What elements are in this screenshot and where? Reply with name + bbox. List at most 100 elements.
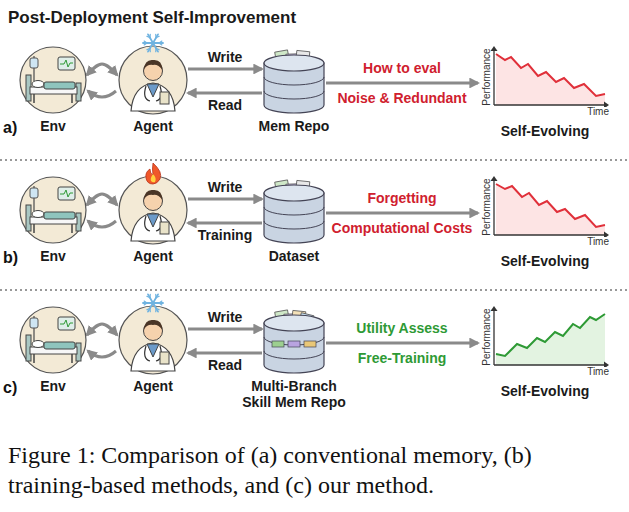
stethoscope bbox=[145, 216, 162, 231]
repository-node: Multi-Branch Skill Mem Repo bbox=[262, 307, 326, 375]
trend-area bbox=[496, 314, 605, 365]
env-background bbox=[20, 47, 86, 113]
snowflake-arm bbox=[148, 43, 153, 52]
chart-caption: Self-Evolving bbox=[478, 123, 612, 139]
performance-chart: PerformanceTimeSelf-Evolving bbox=[478, 45, 612, 120]
agent-node: Agent bbox=[118, 175, 188, 245]
snowflake-arm bbox=[148, 303, 153, 312]
snowflake-twig bbox=[155, 294, 156, 297]
row-illustration bbox=[20, 34, 324, 114]
snowflake-twig bbox=[144, 43, 147, 45]
agent-node: Agent bbox=[118, 45, 188, 115]
iv-bag bbox=[30, 58, 38, 68]
edge-label: Write bbox=[208, 49, 243, 65]
row-marker: c) bbox=[3, 379, 17, 397]
node-label: Agent bbox=[118, 378, 188, 394]
edge-label: Training bbox=[198, 227, 252, 243]
trend-area bbox=[496, 54, 605, 105]
bed-leg bbox=[33, 354, 35, 363]
bed-leg bbox=[33, 224, 35, 233]
x-axis bbox=[494, 364, 606, 365]
flow-arrow bbox=[188, 198, 262, 201]
doctor-agent-illustration bbox=[119, 176, 187, 244]
row-illustration bbox=[20, 163, 324, 244]
branch-slot bbox=[304, 341, 316, 347]
repository-cylinder bbox=[264, 310, 324, 373]
monitor bbox=[58, 57, 75, 70]
monitor bbox=[58, 187, 75, 200]
trend-line bbox=[496, 54, 605, 96]
environment-node: Env bbox=[20, 305, 86, 375]
snowflake-arm bbox=[148, 34, 153, 43]
snowflake-arm bbox=[143, 302, 153, 304]
stethoscope bbox=[145, 346, 162, 361]
node-label: Agent bbox=[118, 248, 188, 264]
branch-slot bbox=[288, 341, 300, 347]
cylinder-top bbox=[264, 315, 324, 331]
x-axis bbox=[494, 234, 606, 235]
snowflake-twig bbox=[149, 308, 150, 311]
axis-label: Time bbox=[587, 106, 609, 117]
flow-arrow bbox=[188, 352, 262, 355]
clipboard bbox=[160, 222, 169, 234]
repository-cylinder bbox=[264, 50, 324, 113]
snowflake-twig bbox=[147, 36, 150, 38]
doctor-agent-illustration bbox=[119, 46, 187, 114]
chart-plot bbox=[478, 305, 612, 367]
axis-head bbox=[491, 46, 498, 51]
snowflake-arm bbox=[153, 294, 158, 303]
trend-area bbox=[496, 184, 605, 235]
repository-node: Dataset bbox=[262, 177, 326, 245]
branch-slot bbox=[272, 341, 284, 347]
snowflake-twig bbox=[147, 296, 150, 298]
property-note: Computational Costs bbox=[330, 220, 474, 236]
pillow bbox=[32, 341, 44, 348]
flow-arrow bbox=[188, 328, 262, 331]
snowflake-arm bbox=[148, 294, 153, 303]
cylinder-top bbox=[264, 185, 324, 201]
flow-arrow bbox=[188, 222, 262, 225]
flow-arrow bbox=[326, 82, 478, 85]
cycle-arrow bbox=[87, 194, 117, 205]
row-separator bbox=[0, 159, 629, 161]
shirt bbox=[147, 84, 159, 97]
hair bbox=[144, 190, 163, 200]
chart-plot bbox=[478, 45, 612, 107]
node-label: Env bbox=[23, 248, 83, 264]
env-background bbox=[20, 177, 86, 243]
hospital-illustration bbox=[20, 177, 86, 243]
clipboard bbox=[160, 92, 169, 104]
snowflake-symbol bbox=[143, 34, 163, 51]
cycle-arc bbox=[88, 221, 116, 227]
monitor bbox=[58, 317, 75, 330]
y-axis bbox=[493, 179, 494, 235]
agent-background bbox=[119, 306, 187, 374]
agent-background bbox=[119, 176, 187, 244]
property-note: How to eval bbox=[330, 60, 474, 76]
axis-label: Time bbox=[587, 366, 609, 377]
monitor-trace bbox=[60, 60, 73, 67]
property-note: Noise & Redundant bbox=[330, 90, 474, 106]
agent-node: Agent bbox=[118, 305, 188, 375]
node-label: Multi-Branch Skill Mem Repo bbox=[235, 378, 353, 410]
edge-label: Read bbox=[208, 97, 242, 113]
axis-label: Performance bbox=[481, 308, 492, 365]
property-note: Free-Training bbox=[330, 350, 474, 366]
x-axis bbox=[494, 104, 606, 105]
edge-label: Write bbox=[208, 179, 243, 195]
snowflake-twig bbox=[144, 303, 147, 305]
snowflake-arm bbox=[153, 42, 163, 44]
agent-background bbox=[119, 46, 187, 114]
hospital-illustration bbox=[20, 307, 86, 373]
iv-bag bbox=[30, 318, 38, 328]
row-separator bbox=[0, 289, 629, 291]
snowflake-twig bbox=[159, 41, 162, 43]
snowflake-symbol bbox=[143, 294, 163, 311]
stethoscope bbox=[145, 86, 162, 101]
flow-arrow bbox=[326, 212, 478, 215]
snowflake-twig bbox=[156, 308, 159, 310]
iv-bag bbox=[30, 188, 38, 198]
property-note: Forgetting bbox=[330, 190, 474, 206]
blanket bbox=[44, 342, 75, 349]
environment-node: Env bbox=[20, 45, 86, 115]
